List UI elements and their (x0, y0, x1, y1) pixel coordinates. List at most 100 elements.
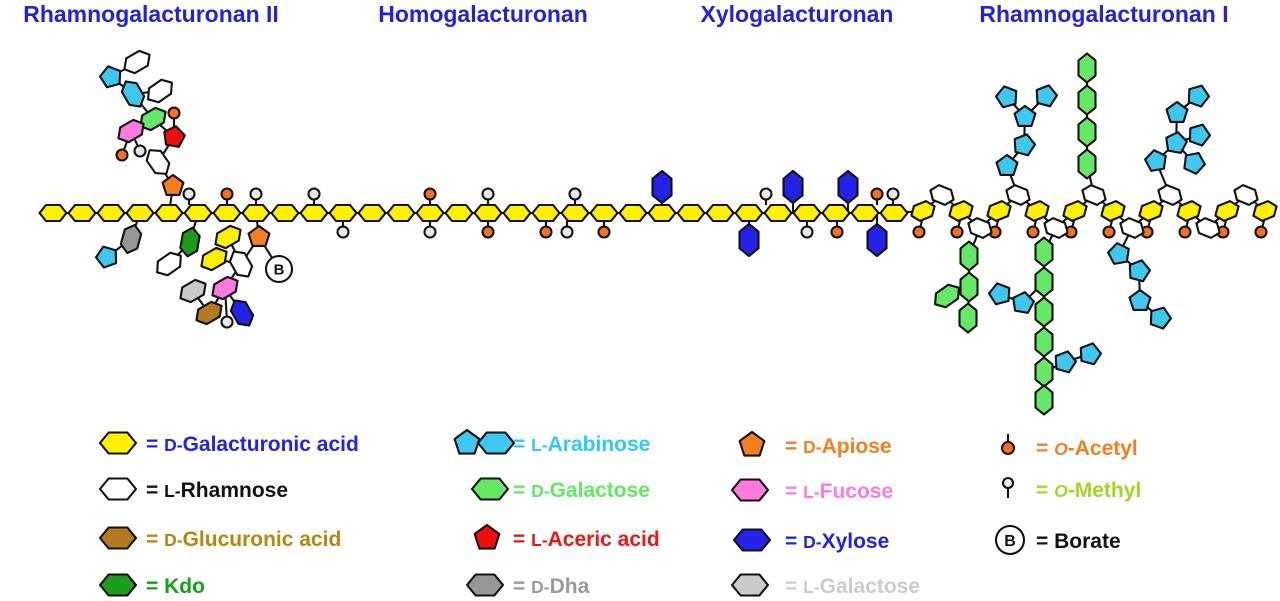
galacturonic-acid-unit (67, 203, 97, 223)
legend-label-2-0: = D-Apiose (785, 435, 892, 458)
legend-swatch-hex (476, 431, 516, 455)
legend-label-3-2: = Borate (1036, 530, 1121, 553)
galacturonic-acid-unit (531, 203, 561, 223)
rg2-borate-chain-LG-hex (179, 278, 207, 304)
rg1-up-arabinan-1-C-pentagon (1013, 104, 1037, 127)
o-methyl-circle (481, 187, 495, 201)
galacturonic-acid-unit (986, 200, 1012, 222)
rhamnose-unit (1043, 217, 1069, 239)
legend-swatch-pentagon (473, 523, 501, 550)
o-methyl-circle (759, 187, 773, 201)
rg1-up-arabinan-1-C-pentagon (995, 153, 1019, 176)
legend-swatch-pentagon (738, 430, 766, 457)
o-methyl-circle (560, 225, 574, 239)
galacturonic-acid-unit (763, 203, 793, 223)
rg2-kdo-chain-K-hex (179, 226, 201, 258)
legend-label-2-3: = L-Galactose (785, 575, 920, 598)
rg1-down-arabinan-C-pentagon (1128, 288, 1152, 311)
rg2-borate-chain-P-hex (211, 275, 239, 301)
legend-acetyl-circle (1000, 440, 1016, 456)
galacturonic-acid-unit (270, 203, 300, 223)
legend-swatch-hex (98, 477, 138, 501)
galacturonic-acid-unit (948, 200, 974, 222)
galacturonic-acid-unit (647, 203, 677, 223)
xylose-unit (866, 222, 888, 258)
galacturonic-acid-unit (299, 203, 329, 223)
galacturonic-acid-unit (1214, 200, 1240, 222)
rg2-upper-chain-P-hex (117, 118, 145, 144)
rg1-down-arabinan-C-pentagon (1149, 306, 1173, 330)
rhamnose-unit (929, 184, 955, 206)
legend-swatch-pentagon (453, 428, 481, 455)
galacturonic-acid-unit (183, 203, 213, 223)
galacturonic-acid-unit (1024, 200, 1050, 222)
rg1-down-galactan-1-G-hex (958, 302, 978, 334)
rg1-down-galactan-2-G-hex (1034, 266, 1054, 298)
legend-borate-letter: B (1004, 533, 1016, 550)
xylose-unit (651, 169, 673, 205)
rg2-upper-chain-W-hex (145, 149, 171, 175)
rg1-down-galactan-2-C-pentagon (1012, 291, 1035, 314)
region-title-1: Homogalacturonan (378, 1, 588, 27)
rg2-borate-chain-B-hex (229, 299, 255, 327)
legend-label-1-2: = L-Aceric acid (513, 528, 660, 551)
rg1-down-galactan-2-C-pentagon (987, 282, 1011, 306)
galacturonic-acid-unit (125, 203, 155, 223)
o-methyl-circle (307, 187, 321, 201)
rg1-up-galactan-G-hex (1077, 52, 1097, 84)
galacturonic-acid-unit (154, 203, 184, 223)
o-acetyl-circle (950, 225, 964, 239)
rg1-down-arabinan-C-pentagon (1128, 259, 1152, 283)
galacturonic-acid-unit (821, 203, 851, 223)
rg1-down-galactan-2-C-pentagon (1054, 350, 1078, 374)
galacturonic-acid-unit (676, 203, 706, 223)
o-acetyl-circle (597, 225, 611, 239)
legend-swatch-hex (465, 573, 505, 597)
rhamnose-unit (1005, 184, 1031, 206)
rhamnose-unit (1195, 217, 1221, 239)
rg2-dha-chain-C-pentagon (94, 245, 118, 269)
rg1-up-arabinan-2-C-pentagon (1144, 149, 1167, 172)
galacturonic-acid-unit (444, 203, 474, 223)
rg1-down-galactan-2-G-hex (1034, 356, 1054, 388)
rg1-down-galactan-2-G-hex (1034, 296, 1054, 328)
xylose-unit (738, 222, 760, 258)
legend-methyl-circle (1001, 476, 1015, 490)
o-methyl-circle (800, 225, 814, 239)
legend-swatch-hex (98, 431, 138, 455)
legend-swatch-hex (98, 526, 138, 550)
legend-swatch-hex (730, 478, 770, 502)
legend-swatch-hex (98, 573, 138, 597)
rhamnose-unit (1157, 184, 1183, 206)
o-acetyl-circle (481, 225, 495, 239)
borate-letter: B (274, 262, 285, 279)
galacturonic-acid-unit (1062, 200, 1088, 222)
o-acetyl-circle (912, 225, 926, 239)
galacturonic-acid-unit (910, 200, 936, 222)
legend-label-0-0: = D-Galacturonic acid (146, 433, 359, 456)
rhamnose-unit (967, 217, 993, 239)
galacturonic-acid-unit (241, 203, 271, 223)
legend-label-0-3: = Kdo (146, 575, 205, 598)
galacturonic-acid-unit (618, 203, 648, 223)
legend-swatch-hex (732, 528, 772, 552)
rg1-up-arabinan-1-C-pentagon (1035, 84, 1059, 108)
region-title-2: Xylogalacturonan (701, 1, 894, 27)
o-acetyl-circle (423, 187, 437, 201)
legend-label-3-0: = O-Acetyl (1036, 437, 1138, 460)
rg2-borate-chain-O-pentagon (247, 224, 271, 247)
o-acetyl-circle (220, 187, 234, 201)
o-acetyl-circle (539, 225, 553, 239)
legend-label-1-3: = D-Dha (513, 575, 590, 598)
rg1-down-galactan-2-C-pentagon (1079, 342, 1103, 366)
legend-borate-circle (994, 524, 1026, 556)
rg1-down-galactan-2-G-hex (1034, 236, 1054, 268)
legend-label-0-1: = L-Rhamnose (146, 479, 288, 502)
rg2-borate-chain-Br-hex (195, 300, 223, 326)
o-acetyl-circle (1178, 225, 1192, 239)
borate-circle (264, 254, 294, 284)
rhamnose-unit (1119, 217, 1145, 239)
rg1-up-galactan-G-hex (1077, 84, 1097, 116)
